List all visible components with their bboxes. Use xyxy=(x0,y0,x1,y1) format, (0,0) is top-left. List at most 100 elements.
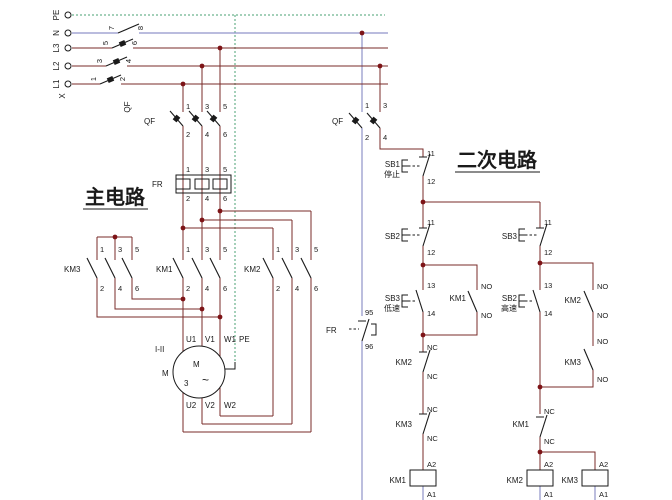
incomer-qf-breaker: QF 7 8 5 6 3 4 1 2 xyxy=(89,23,145,113)
pole-number: 4 xyxy=(205,194,209,203)
secondary-circuit-title: 二次电路 xyxy=(457,148,538,172)
pole-number: 3 xyxy=(205,165,209,174)
motor-terminal: V2 xyxy=(205,401,215,410)
terminal-number: NC xyxy=(544,437,555,446)
sb3-no-label: SB3 xyxy=(385,294,401,303)
pole-number: 6 xyxy=(223,130,227,139)
main-qf-breaker: QF 1 3 5 2 4 6 xyxy=(144,102,227,139)
km2-coil: KM2 A2 A1 xyxy=(507,460,554,499)
motor-terminal: W1 xyxy=(224,335,237,344)
bus-label-l1: L1 xyxy=(52,79,61,88)
pole-number: 1 xyxy=(365,101,369,110)
pole-number: 4 xyxy=(295,284,299,293)
km2-coil-label: KM2 xyxy=(507,476,524,485)
pole-number: 3 xyxy=(295,245,299,254)
km2-main-contacts: KM2 1 3 5 2 4 6 xyxy=(244,245,318,293)
pole-number: 1 xyxy=(186,102,190,111)
sb2-high-speed-button: SB2 高速 13 14 xyxy=(501,281,552,318)
km1-no-label: KM1 xyxy=(450,294,467,303)
terminal-number: NO xyxy=(597,375,608,384)
terminal-number: NC xyxy=(544,407,555,416)
terminal-number: A2 xyxy=(544,460,553,469)
terminal-number: 11 xyxy=(427,218,435,227)
pole-number: 5 xyxy=(101,41,110,45)
pole-number: 5 xyxy=(223,102,227,111)
pole-number: 4 xyxy=(383,133,387,142)
pe-wires xyxy=(72,14,385,370)
terminal-number: 95 xyxy=(365,308,373,317)
fr-label: FR xyxy=(152,180,163,189)
sb3-caption: 低速 xyxy=(384,303,400,313)
bus-label-l2: L2 xyxy=(52,61,61,70)
terminal-number: NO xyxy=(597,337,608,346)
terminal-number: NO xyxy=(481,311,492,320)
pole-number: 1 xyxy=(186,165,190,174)
pole-number: 8 xyxy=(136,26,145,30)
pole-number: 6 xyxy=(223,194,227,203)
pole-number: 3 xyxy=(205,245,209,254)
pole-number: 5 xyxy=(314,245,318,254)
terminal-l1 xyxy=(64,80,72,88)
junction-dots xyxy=(112,30,543,455)
motor-terminal: U1 xyxy=(186,335,197,344)
sb2-caption: 高速 xyxy=(501,303,517,313)
motor-m-inner: M xyxy=(193,360,200,369)
terminal-number: 11 xyxy=(544,218,552,227)
km1-label: KM1 xyxy=(156,265,173,274)
km1-main-contacts: KM1 1 3 5 2 4 6 xyxy=(156,245,227,293)
km3-nc-label: KM3 xyxy=(396,420,413,429)
pole-number: 6 xyxy=(130,41,139,45)
km2-label: KM2 xyxy=(244,265,261,274)
pole-number: 4 xyxy=(205,130,209,139)
km3-coil-label: KM3 xyxy=(562,476,579,485)
pole-number: 5 xyxy=(223,245,227,254)
km2-nc-label: KM2 xyxy=(396,358,413,367)
main-qf-label: QF xyxy=(144,117,155,126)
km3-label: KM3 xyxy=(64,265,81,274)
sb1-stop-button: SB1 停止 11 12 xyxy=(384,149,435,186)
km3-no-aux-contact: KM3 NO NO xyxy=(565,337,609,384)
motor: U1 V1 W1 PE U2 V2 W2 I-II M M 3 ~ xyxy=(155,335,250,410)
fr-nc-contact: FR 95 96 xyxy=(326,308,377,351)
terminal-number: NC xyxy=(427,434,438,443)
pole-number: 3 xyxy=(118,245,122,254)
pole-number: 5 xyxy=(135,245,139,254)
pole-number: 2 xyxy=(365,133,369,142)
km1-no-aux-contact: KM1 NO NO xyxy=(450,282,493,320)
terminal-number: NO xyxy=(597,282,608,291)
motor-phases: 3 xyxy=(184,379,189,388)
motor-winding-label: I-II xyxy=(155,345,164,354)
incomer-qf-label: QF xyxy=(123,101,132,112)
bus-label-n: N xyxy=(52,30,61,36)
sb3-nc-button: SB3 11 12 xyxy=(502,218,552,257)
pole-number: 2 xyxy=(186,194,190,203)
pole-number: 3 xyxy=(205,102,209,111)
pole-number: 2 xyxy=(186,284,190,293)
terminal-number: 11 xyxy=(427,149,435,158)
bus-label-pe: PE xyxy=(52,10,61,21)
terminal-pe xyxy=(64,11,72,19)
pole-number: 6 xyxy=(223,284,227,293)
motor-terminal: W2 xyxy=(224,401,237,410)
pole-number: 4 xyxy=(118,284,122,293)
sb3-nc-label: SB3 xyxy=(502,232,518,241)
terminal-number: NO xyxy=(481,282,492,291)
breaker-contact-l3 xyxy=(118,40,127,47)
terminal-number: NC xyxy=(427,372,438,381)
pole-number: 4 xyxy=(124,59,133,63)
km1-coil-label: KM1 xyxy=(390,476,407,485)
bus-label-l3: L3 xyxy=(52,43,61,52)
km3-main-contacts: KM3 1 3 5 2 4 6 xyxy=(64,245,139,293)
terminal-number: NC xyxy=(427,343,438,352)
sb2-no-label: SB2 xyxy=(502,294,518,303)
km1-nc-aux-contact: KM1 NC NC xyxy=(513,407,556,446)
km3-nc-aux-contact: KM3 NC NC xyxy=(396,405,439,443)
terminal-number: A1 xyxy=(544,490,553,499)
pole-number: 3 xyxy=(383,101,387,110)
km2-nc-aux-contact: KM2 NC NC xyxy=(396,343,439,381)
terminal-number: A1 xyxy=(427,490,436,499)
sb1-caption: 停止 xyxy=(384,169,400,179)
terminal-number: 12 xyxy=(427,177,435,186)
motor-pe-label: PE xyxy=(239,335,250,344)
terminal-n xyxy=(64,29,72,37)
